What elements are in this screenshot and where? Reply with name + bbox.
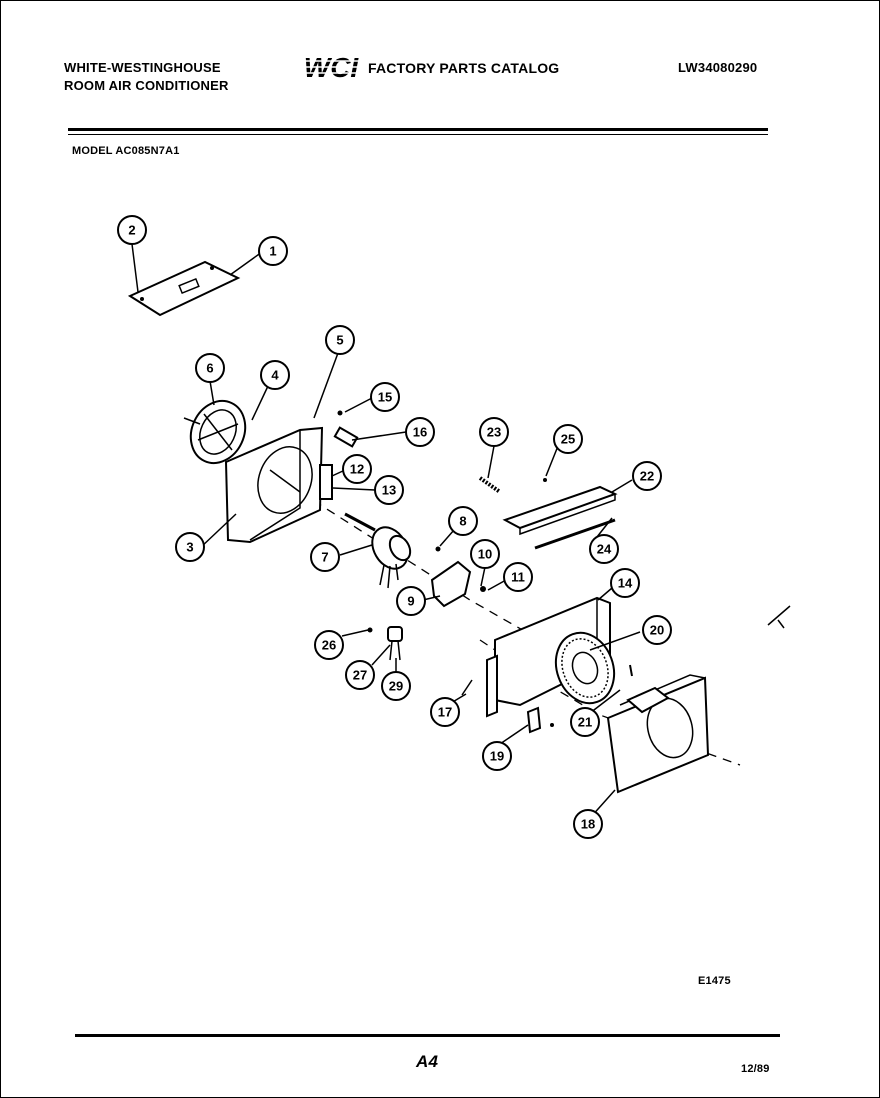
model-number: MODEL AC085N7A1 [72, 145, 180, 157]
callout-3-label: 3 [186, 540, 193, 555]
callout-26: 26 [314, 630, 344, 660]
callout-1-label: 1 [269, 244, 276, 259]
callout-7: 7 [310, 542, 340, 572]
callout-12-label: 12 [350, 462, 364, 477]
wci-logo: WCI [300, 52, 362, 82]
callout-21-label: 21 [578, 715, 592, 730]
callout-1: 1 [258, 236, 288, 266]
callout-5-label: 5 [336, 333, 343, 348]
catalog-title: FACTORY PARTS CATALOG [368, 60, 560, 76]
callout-21: 21 [570, 707, 600, 737]
callout-27: 27 [345, 660, 375, 690]
callout-11-label: 11 [511, 570, 525, 585]
callout-13: 13 [374, 475, 404, 505]
callout-23: 23 [479, 417, 509, 447]
callout-12: 12 [342, 454, 372, 484]
callout-26-label: 26 [322, 638, 336, 653]
revision-date: 12/89 [741, 1063, 770, 1075]
clip [333, 426, 359, 448]
callout-24: 24 [589, 534, 619, 564]
diagram-code: E1475 [698, 975, 731, 987]
callout-29-label: 29 [389, 679, 403, 694]
callout-20-label: 20 [650, 623, 664, 638]
brand-line-2: ROOM AIR CONDITIONER [64, 78, 229, 93]
callout-22: 22 [632, 461, 662, 491]
trough [502, 478, 618, 550]
fan-guard [183, 399, 247, 465]
nut-11 [480, 586, 486, 592]
callout-15-label: 15 [378, 390, 392, 405]
screw-15 [337, 410, 343, 416]
callout-3: 3 [175, 532, 205, 562]
motor-mount [430, 560, 472, 608]
page-number: A4 [416, 1052, 439, 1071]
callout-18: 18 [573, 809, 603, 839]
callout-17-label: 17 [438, 705, 452, 720]
callout-6-label: 6 [206, 361, 213, 376]
retainer-clip [526, 706, 542, 734]
callout-6: 6 [195, 353, 225, 383]
callout-8: 8 [448, 506, 478, 536]
callout-5: 5 [325, 325, 355, 355]
callout-24-label: 24 [597, 542, 612, 557]
callout-29: 29 [381, 671, 411, 701]
callout-23-label: 23 [487, 425, 501, 440]
header-rule-thin [68, 134, 768, 135]
screw-8 [435, 546, 441, 552]
callout-17: 17 [430, 697, 460, 727]
callout-4-label: 4 [271, 368, 279, 383]
blower-wheel [554, 631, 616, 705]
shroud-panel [224, 426, 324, 544]
callout-25-label: 25 [561, 432, 575, 447]
callout-2: 2 [117, 215, 147, 245]
callout-25: 25 [553, 424, 583, 454]
callout-8-label: 8 [459, 514, 466, 529]
callout-16-label: 16 [413, 425, 427, 440]
callout-10-label: 10 [478, 547, 492, 562]
callout-22-label: 22 [640, 469, 654, 484]
callout-18-label: 18 [581, 817, 595, 832]
callout-9: 9 [396, 586, 426, 616]
document-number: LW34080290 [678, 60, 758, 75]
front-panel [606, 674, 710, 794]
screw-17 [461, 679, 473, 696]
callout-4: 4 [260, 360, 290, 390]
callout-10: 10 [470, 539, 500, 569]
assembly-axis [299, 491, 541, 641]
stray-mark [767, 605, 791, 629]
callout-7-label: 7 [321, 550, 328, 565]
callout-19-label: 19 [490, 749, 504, 764]
fan-motor [344, 512, 412, 589]
set-screw [629, 664, 633, 677]
callout-2-label: 2 [128, 223, 135, 238]
footer-rule [75, 1034, 780, 1037]
callout-20: 20 [642, 615, 672, 645]
callout-9-label: 9 [407, 594, 414, 609]
capacitor [367, 626, 403, 661]
callout-14: 14 [610, 568, 640, 598]
callout-19: 19 [482, 741, 512, 771]
callout-11: 11 [503, 562, 533, 592]
header-rule-thick [68, 128, 768, 131]
control-plate [127, 260, 241, 317]
bracket [319, 464, 333, 500]
spring [478, 476, 502, 494]
callout-27-label: 27 [353, 668, 367, 683]
callout-15: 15 [370, 382, 400, 412]
brand-line-1: WHITE-WESTINGHOUSE [64, 60, 221, 75]
callout-13-label: 13 [382, 483, 396, 498]
callout-16: 16 [405, 417, 435, 447]
callout-14-label: 14 [618, 576, 633, 591]
